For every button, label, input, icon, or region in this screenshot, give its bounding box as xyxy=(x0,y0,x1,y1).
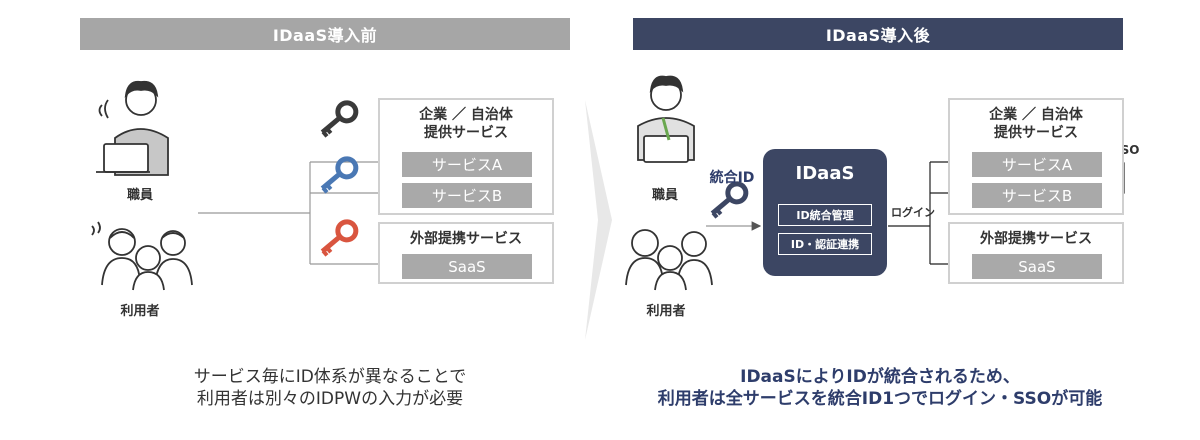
person-at-laptop-icon xyxy=(637,75,695,163)
panel-title: 企業 ／ 自治体 xyxy=(989,107,1083,123)
before-banner: IDaaS導入前 xyxy=(80,18,570,50)
after-banner: IDaaS導入後 xyxy=(633,18,1123,50)
after-caption: IDaaSによりIDが統合されるため、 利用者は全サービスを統合ID1つでログイ… xyxy=(640,366,1120,410)
before-external-services-panel: 外部提携サービス SaaS xyxy=(378,222,554,284)
panel-title: 提供サービス xyxy=(424,125,508,141)
before-caption: サービス毎にID体系が異なることで 利用者は別々のIDPWの入力が必要 xyxy=(100,366,560,410)
key-icon xyxy=(320,100,359,138)
idaas-title: IDaaS xyxy=(795,163,855,184)
key-icon xyxy=(320,219,359,257)
caption-line: IDaaSによりIDが統合されるため、 xyxy=(740,367,1020,387)
before-connector-lines xyxy=(198,157,400,269)
key-icon xyxy=(710,181,749,219)
after-external-services-panel: 外部提携サービス SaaS xyxy=(948,222,1124,284)
service-saas: SaaS xyxy=(972,254,1102,279)
login-label: ログイン xyxy=(891,206,935,219)
caption-line: 利用者は全サービスを統合ID1つでログイン・SSOが可能 xyxy=(657,389,1103,409)
caption-line: サービス毎にID体系が異なることで xyxy=(193,367,467,387)
panel-title: 外部提携サービス xyxy=(410,231,522,247)
idaas-box: IDaaS ID統合管理 ID・認証連携 xyxy=(763,149,887,276)
panel-title: 企業 ／ 自治体 xyxy=(419,107,513,123)
before-corp-services-panel: 企業 ／ 自治体 提供サービス サービスA サービスB xyxy=(378,98,554,215)
integrated-id-label: 統合ID xyxy=(709,170,755,186)
service-saas: SaaS xyxy=(402,254,532,279)
service-a: サービスA xyxy=(972,152,1102,177)
after-users-label: 利用者 xyxy=(646,304,686,319)
idaas-tag-auth-federation: ID・認証連携 xyxy=(778,233,872,255)
user-group-icon xyxy=(91,221,193,291)
before-users-label: 利用者 xyxy=(120,304,160,319)
user-group-icon xyxy=(625,229,713,291)
service-b: サービスB xyxy=(402,183,532,208)
after-corp-services-panel: 企業 ／ 自治体 提供サービス サービスA サービスB xyxy=(948,98,1124,215)
after-staff-label: 職員 xyxy=(651,188,678,203)
service-b: サービスB xyxy=(972,183,1102,208)
panel-title: 提供サービス xyxy=(994,125,1078,141)
panel-title: 外部提携サービス xyxy=(980,231,1092,247)
idaas-tag-id-management: ID統合管理 xyxy=(778,204,872,226)
person-at-laptop-icon xyxy=(96,80,169,176)
service-a: サービスA xyxy=(402,152,532,177)
caption-line: 利用者は別々のIDPWの入力が必要 xyxy=(196,389,464,409)
before-staff-label: 職員 xyxy=(126,188,153,203)
key-icon xyxy=(320,156,359,194)
arrow-right-icon xyxy=(585,100,612,340)
